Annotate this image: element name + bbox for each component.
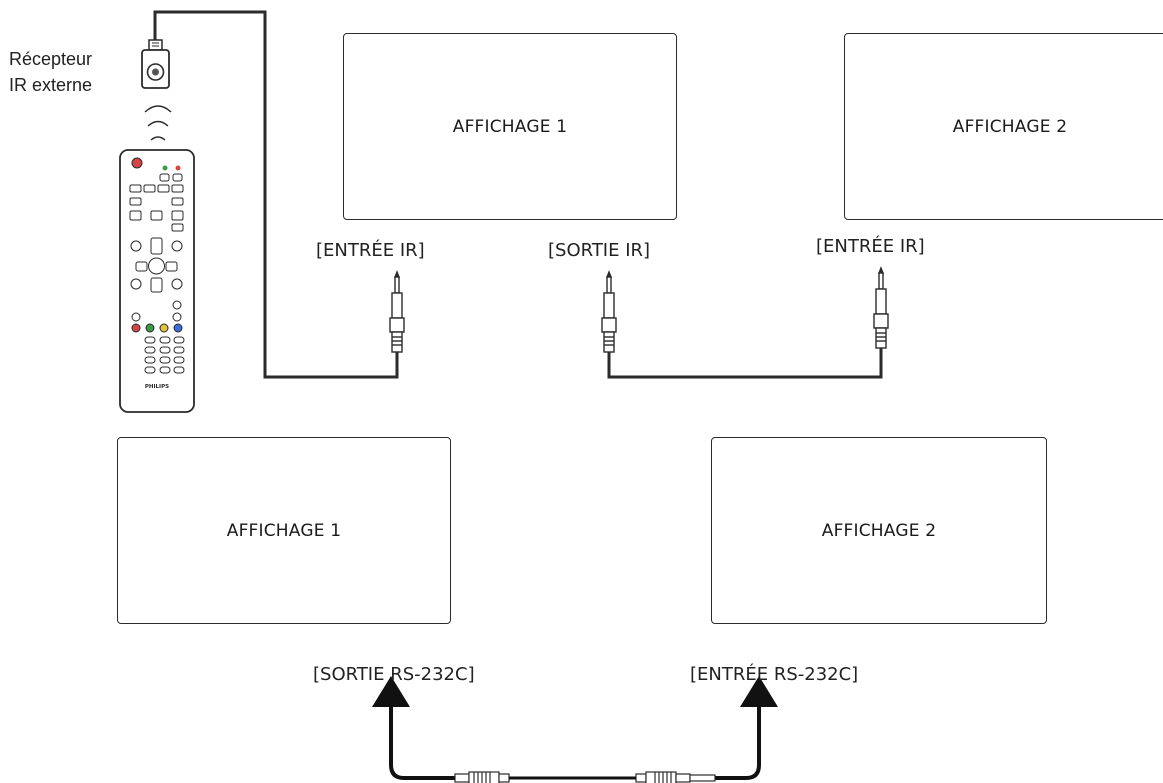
ir-receiver-label-line2: IR externe xyxy=(9,75,93,95)
ir-in-port-label-2: [ENTRÉE IR] xyxy=(816,236,925,257)
display-1-ir-label: AFFICHAGE 1 xyxy=(452,116,568,137)
rs232-arrow-left xyxy=(372,676,410,707)
display-2-rs232-label: AFFICHAGE 2 xyxy=(821,520,937,541)
ir-receiver-icon xyxy=(141,39,170,89)
ir-in-port-label-1: [ENTRÉE IR] xyxy=(316,240,425,261)
ir-link-cable xyxy=(607,348,883,379)
ir-plug-icon xyxy=(873,266,889,349)
remote-brand-label: PHILIPS xyxy=(145,384,169,390)
rs232-arrow-right xyxy=(740,676,778,707)
display-1-rs232: AFFICHAGE 1 xyxy=(117,437,451,624)
ir-receiver-cable xyxy=(153,10,399,379)
rs232-cable xyxy=(389,707,761,780)
display-1-ir: AFFICHAGE 1 xyxy=(343,33,677,220)
display-1-rs232-label: AFFICHAGE 1 xyxy=(226,520,342,541)
rs232-plug-icon xyxy=(635,771,716,783)
ir-out-port-label: [SORTIE IR] xyxy=(548,240,651,261)
ir-plug-icon xyxy=(389,270,405,353)
ir-plug-icon xyxy=(601,270,617,353)
remote-control-icon: PHILIPS xyxy=(119,149,195,413)
ir-receiver-label: Récepteur IR externe xyxy=(9,46,92,98)
ir-signal-waves xyxy=(144,105,172,141)
display-2-ir-label: AFFICHAGE 2 xyxy=(952,116,1068,137)
display-2-ir: AFFICHAGE 2 xyxy=(844,33,1163,220)
rs232-out-port-label: [SORTIE RS-232C] xyxy=(313,664,475,685)
rs232-in-port-label: [ENTRÉE RS-232C] xyxy=(690,664,859,685)
display-2-rs232: AFFICHAGE 2 xyxy=(711,437,1047,624)
rs232-plug-icon xyxy=(454,771,510,783)
ir-receiver-label-line1: Récepteur xyxy=(9,49,93,69)
